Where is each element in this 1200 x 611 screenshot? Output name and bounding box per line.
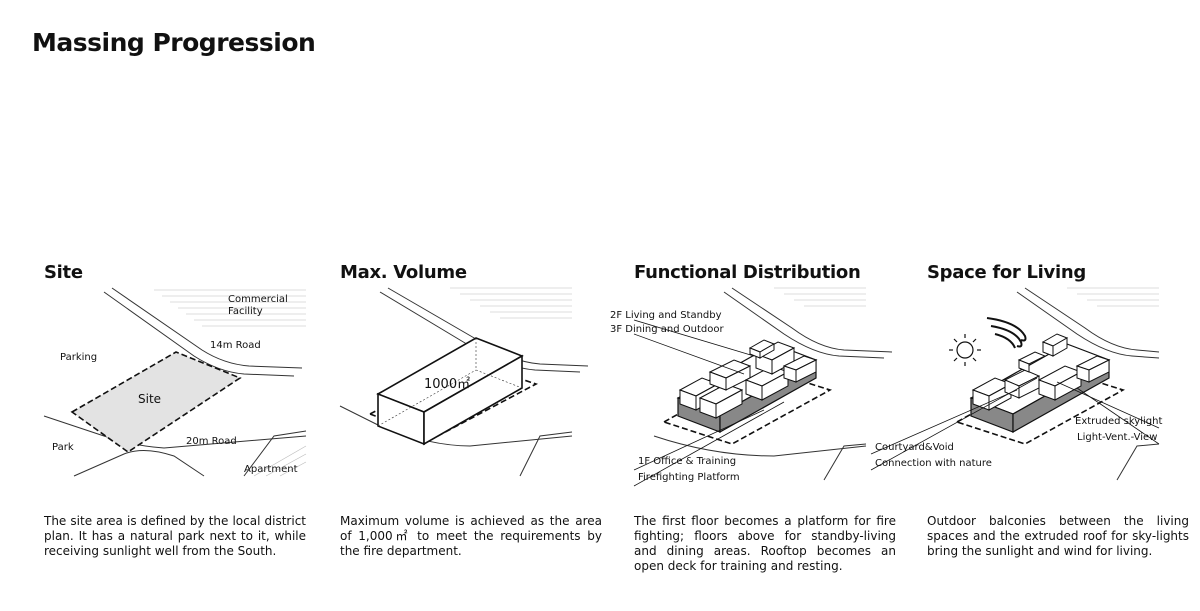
panel-heading: Max. Volume [340,262,467,283]
panel-heading: Site [44,262,83,283]
page-title: Massing Progression [32,28,316,57]
site-diagram: Commercial Facility 14m Road Parking Sit… [43,287,307,477]
panel-space-for-living: Space for Living [870,262,1189,558]
panel-description: Maximum volume is achieved as the area o… [340,514,602,558]
panel-description: The site area is defined by the local di… [44,514,306,558]
volume-diagram: 1000㎡ [339,287,589,477]
panel-description: Outdoor balconies between the living spa… [927,514,1189,558]
label-site: Site [138,392,161,406]
label-facility: Facility [228,306,263,317]
label-3f: 3F Dining and Outdoor [610,324,724,335]
functional-diagram: 2F Living and Standby 3F Dining and Outd… [610,287,893,487]
label-road20: 20m Road [186,436,237,447]
label-connection: Connection with nature [875,458,992,469]
label-commercial: Commercial [228,294,288,305]
panel-heading: Functional Distribution [634,262,861,283]
panel-site: Site Commercial Facility 14 [43,262,307,558]
label-2f: 2F Living and Standby [610,310,722,321]
label-apartment: Apartment [244,464,298,475]
label-parking: Parking [60,352,97,363]
panel-description: The first floor becomes a platform for f… [634,514,896,573]
label-road14: 14m Road [210,340,261,351]
sun-icon [949,334,981,366]
living-diagram: Courtyard&Void Connection with nature Ex… [870,287,1162,481]
panel-max-volume: Max. Volume 1000㎡ Maximum volume is achi… [339,262,602,558]
label-1f: 1F Office & Training [638,456,736,467]
label-skylight: Extruded skylight [1075,416,1162,427]
label-light-vent: Light-Vent.-View [1077,432,1157,443]
panel-heading: Space for Living [927,262,1086,283]
label-firefighting: Firefighting Platform [638,472,740,483]
label-courtyard: Courtyard&Void [875,442,954,453]
label-park: Park [52,442,74,453]
panel-functional-distribution: Functional Distribution [610,262,896,573]
label-area: 1000㎡ [424,377,470,392]
wind-icon [986,317,1027,349]
